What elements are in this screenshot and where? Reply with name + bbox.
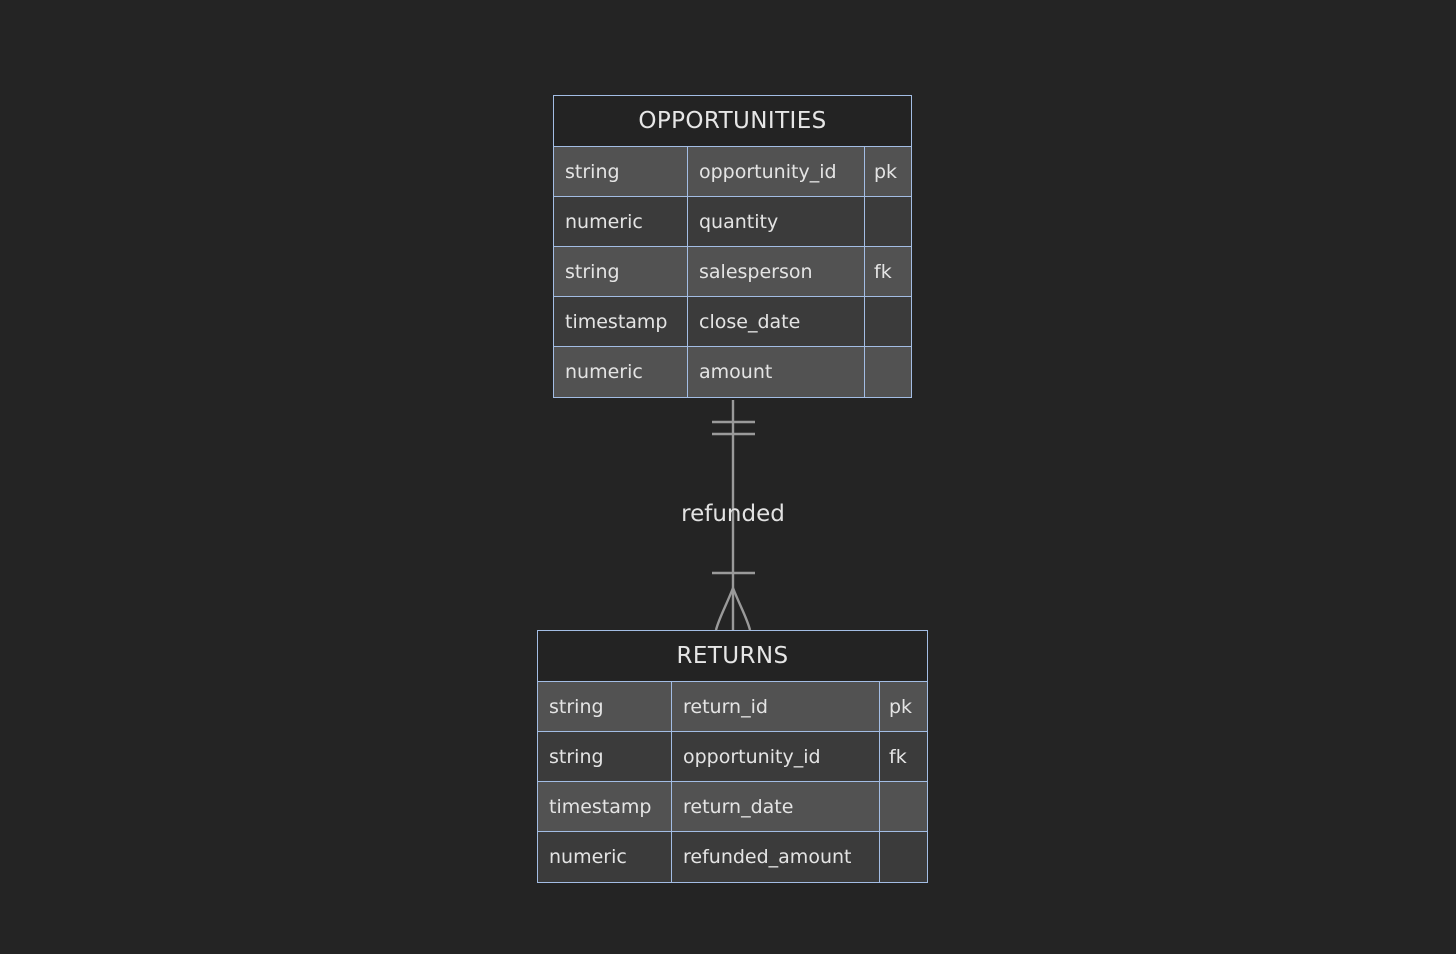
attribute-name: salesperson: [688, 247, 865, 296]
attribute-row[interactable]: numeric refunded_amount: [538, 832, 927, 882]
attribute-type: string: [538, 732, 672, 781]
entity-title-opportunities: OPPORTUNITIES: [554, 96, 911, 147]
attribute-key: [865, 197, 911, 246]
attribute-row[interactable]: string opportunity_id pk: [554, 147, 911, 197]
attribute-name: return_id: [672, 682, 880, 731]
relationship-label-refunded: refunded: [681, 501, 785, 527]
crows-foot-left: [714, 587, 735, 631]
attribute-type: string: [554, 247, 688, 296]
attribute-row[interactable]: string opportunity_id fk: [538, 732, 927, 782]
attribute-key: pk: [874, 160, 898, 183]
attribute-row[interactable]: string return_id pk: [538, 682, 927, 732]
attribute-name: opportunity_id: [688, 147, 865, 196]
attribute-row[interactable]: timestamp close_date: [554, 297, 911, 347]
crows-foot-right: [731, 587, 752, 631]
attribute-key: [865, 297, 911, 346]
attribute-row[interactable]: timestamp return_date: [538, 782, 927, 832]
attribute-key: fk: [874, 260, 892, 283]
attribute-key: pk: [889, 695, 913, 718]
attribute-type: string: [538, 682, 672, 731]
attribute-row[interactable]: numeric amount: [554, 347, 911, 397]
attribute-row[interactable]: numeric quantity: [554, 197, 911, 247]
attribute-type: timestamp: [554, 297, 688, 346]
entity-opportunities[interactable]: OPPORTUNITIES string opportunity_id pk n…: [553, 95, 912, 398]
entity-returns[interactable]: RETURNS string return_id pk string oppor…: [537, 630, 928, 883]
attribute-key: [880, 782, 925, 831]
attribute-name: return_date: [672, 782, 880, 831]
attribute-type: string: [554, 147, 688, 196]
attribute-name: refunded_amount: [672, 832, 880, 882]
attribute-name: close_date: [688, 297, 865, 346]
attribute-type: numeric: [554, 347, 688, 397]
attribute-key: fk: [889, 745, 907, 768]
attribute-type: timestamp: [538, 782, 672, 831]
attribute-type: numeric: [554, 197, 688, 246]
entity-title-returns: RETURNS: [538, 631, 927, 682]
attribute-name: opportunity_id: [672, 732, 880, 781]
attribute-key: [865, 347, 911, 397]
attribute-key: [880, 832, 925, 882]
attribute-name: amount: [688, 347, 865, 397]
attribute-type: numeric: [538, 832, 672, 882]
attribute-name: quantity: [688, 197, 865, 246]
attribute-row[interactable]: string salesperson fk: [554, 247, 911, 297]
